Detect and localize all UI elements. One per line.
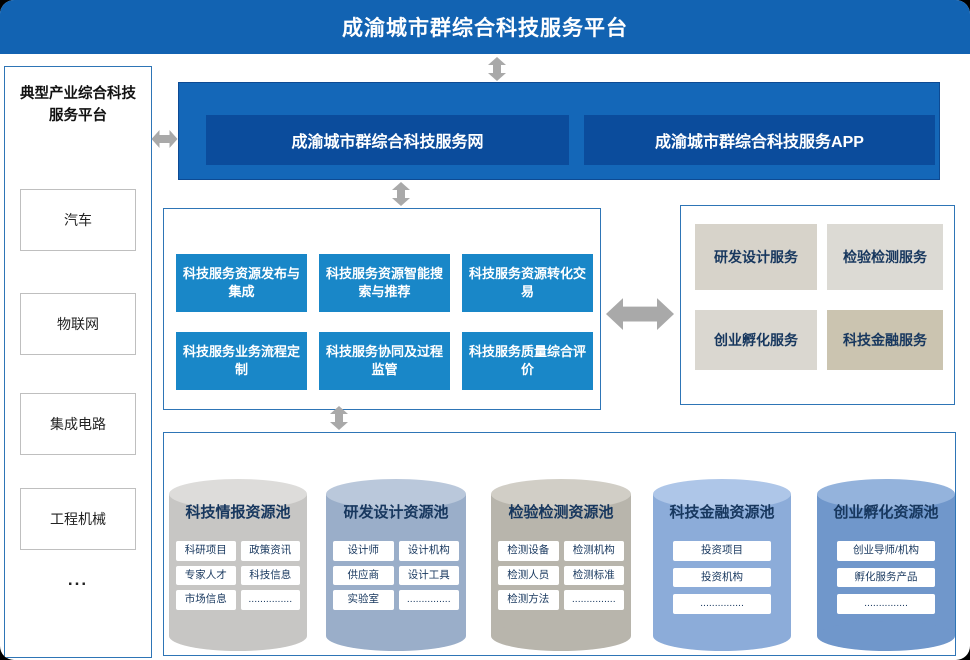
functions-services-double-arrow-icon	[606, 298, 674, 330]
resource-pool-inspection: 检验检测资源池 检测设备 检测机构 检测人员 检测标准 检测方法 .......…	[491, 479, 631, 651]
pool-item: 检测人员	[498, 565, 559, 586]
cylinder-bottom	[169, 621, 307, 651]
resource-pools-box: 科技情报资源池 科研项目 政策资讯 专家人才 科技信息 市场信息 .......…	[163, 432, 956, 656]
industry-platform-sidebar: 典型产业综合科技服务平台 汽车 物联网 集成电路 工程机械 ...	[4, 66, 152, 658]
sidebar-item-iot: 物联网	[20, 293, 136, 355]
portal-web: 成渝城市群综合科技服务网	[206, 115, 569, 165]
pool-item: 检测标准	[563, 565, 624, 586]
pool-item: 投资机构	[673, 567, 771, 588]
cylinder-bottom	[653, 621, 791, 651]
cylinder-body	[326, 494, 466, 636]
pool-title: 科技情报资源池	[185, 504, 291, 521]
platform-functions-box: 科技服务资源发布与集成 科技服务资源智能搜索与推荐 科技服务资源转化交易 科技服…	[163, 208, 601, 410]
banner-portal-double-arrow-icon	[488, 57, 506, 81]
pool-item: 设计机构	[398, 541, 459, 561]
pool-item: 检测设备	[498, 541, 559, 561]
sidebar-portal-double-arrow-icon	[151, 130, 178, 148]
portal-app: 成渝城市群综合科技服务APP	[584, 115, 935, 165]
pool-item: 市场信息	[176, 590, 236, 610]
pool-items: 科研项目 政策资讯 专家人才 科技信息 市场信息 ...............	[176, 541, 300, 610]
cylinder-top	[491, 479, 631, 509]
cylinder-top	[326, 479, 466, 509]
pool-title: 检验检测资源池	[508, 504, 614, 521]
pool-item: 检测方法	[498, 590, 559, 610]
pool-item: 供应商	[333, 565, 394, 586]
pool-item: 设计师	[333, 541, 394, 561]
pool-item: 检测机构	[563, 541, 624, 561]
sidebar-item-automobile: 汽车	[20, 189, 136, 251]
sidebar-item-integrated-circuit: 集成电路	[20, 393, 136, 455]
cylinder-body	[169, 494, 307, 636]
functions-pools-double-arrow-icon	[330, 406, 348, 430]
function-tile-collab-supervision: 科技服务协同及过程监管	[319, 332, 450, 390]
service-tile-inspection: 检验检测服务	[827, 224, 943, 290]
pool-item: 专家人才	[176, 565, 236, 586]
cylinder-bottom	[491, 621, 631, 651]
function-tile-quality-evaluation: 科技服务质量综合评价	[462, 332, 593, 390]
cylinder-bottom	[326, 621, 466, 651]
sidebar-ellipsis: ...	[67, 570, 89, 589]
pool-title: 研发设计资源池	[343, 504, 449, 521]
pool-item: 设计工具	[398, 565, 459, 586]
function-tile-resource-publish: 科技服务资源发布与集成	[176, 254, 307, 312]
pool-item: 投资项目	[673, 541, 771, 561]
sidebar-item-engineering-machinery: 工程机械	[20, 488, 136, 550]
cylinder-top	[169, 479, 307, 509]
resource-pool-tech-finance: 科技金融资源池 投资项目 投资机构 ...............	[653, 479, 791, 651]
resource-pool-incubation: 创业孵化资源池 创业导师/机构 孵化服务产品 ...............	[817, 479, 955, 651]
services-box: 研发设计服务 检验检测服务 创业孵化服务 科技金融服务	[680, 205, 955, 405]
function-tile-process-custom: 科技服务业务流程定制	[176, 332, 307, 390]
banner: 成渝城市群综合科技服务平台	[0, 0, 970, 54]
sidebar-title: 典型产业综合科技服务平台	[20, 86, 136, 125]
service-tile-incubation: 创业孵化服务	[695, 310, 817, 370]
pool-item-ellipsis: ...............	[398, 590, 459, 610]
pool-item: 孵化服务产品	[837, 567, 935, 588]
service-tile-rd-design: 研发设计服务	[695, 224, 817, 290]
pool-items: 投资项目 投资机构 ...............	[673, 541, 771, 614]
resource-pool-tech-intelligence: 科技情报资源池 科研项目 政策资讯 专家人才 科技信息 市场信息 .......…	[169, 479, 307, 651]
cylinder-top	[817, 479, 955, 509]
pool-item: 政策资讯	[240, 541, 300, 561]
pool-item-ellipsis: ...............	[837, 594, 935, 614]
page-title: 成渝城市群综合科技服务平台	[342, 17, 628, 40]
pool-item: 实验室	[333, 590, 394, 610]
pool-item: 科技信息	[240, 565, 300, 586]
pool-item: 科研项目	[176, 541, 236, 561]
cylinder-bottom	[817, 621, 955, 651]
pool-item-ellipsis: ...............	[563, 590, 624, 610]
pool-title: 科技金融资源池	[669, 504, 775, 521]
cylinder-top	[653, 479, 791, 509]
pool-items: 创业导师/机构 孵化服务产品 ...............	[837, 541, 935, 614]
pool-item-ellipsis: ...............	[240, 590, 300, 610]
resource-pool-rd-design: 研发设计资源池 设计师 设计机构 供应商 设计工具 实验室 ..........…	[326, 479, 466, 651]
service-tile-tech-finance: 科技金融服务	[827, 310, 943, 370]
portal-functions-double-arrow-icon	[392, 182, 410, 206]
portal-container: 成渝城市群综合科技服务网 成渝城市群综合科技服务APP	[178, 82, 940, 180]
function-tile-transform-trade: 科技服务资源转化交易	[462, 254, 593, 312]
pool-items: 设计师 设计机构 供应商 设计工具 实验室 ...............	[333, 541, 459, 610]
cylinder-body	[491, 494, 631, 636]
function-tile-smart-search: 科技服务资源智能搜索与推荐	[319, 254, 450, 312]
pool-items: 检测设备 检测机构 检测人员 检测标准 检测方法 ...............	[498, 541, 624, 610]
pool-item-ellipsis: ...............	[673, 594, 771, 614]
pool-title: 创业孵化资源池	[833, 504, 939, 521]
pool-item: 创业导师/机构	[837, 541, 935, 561]
